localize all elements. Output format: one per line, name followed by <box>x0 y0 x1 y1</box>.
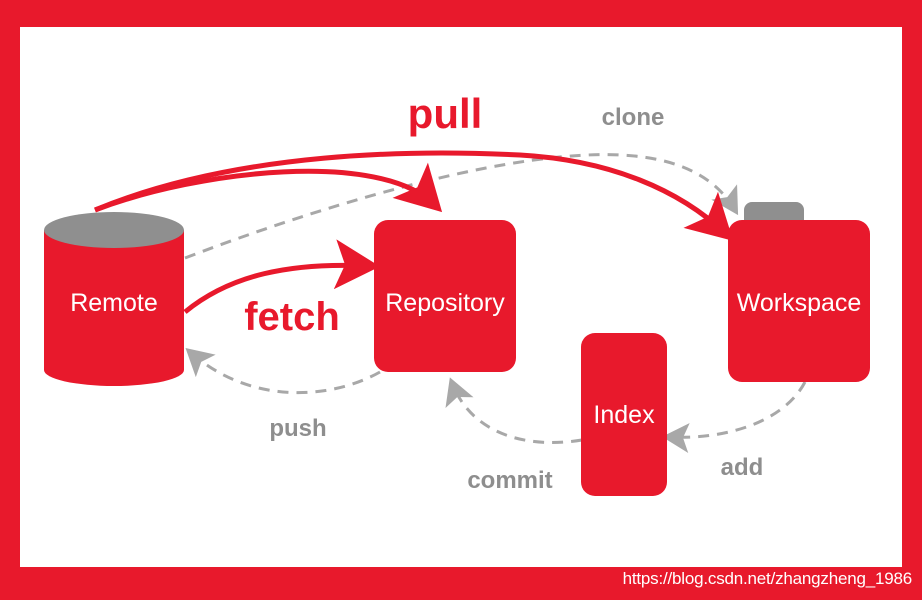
workspace-node[interactable]: Workspace <box>728 202 870 382</box>
remote-node[interactable]: Remote <box>44 212 184 386</box>
repository-label: Repository <box>385 289 505 317</box>
watermark-url: https://blog.csdn.net/zhangzheng_1986 <box>622 569 913 588</box>
push-arrow <box>185 348 381 395</box>
commit-label: commit <box>467 467 552 494</box>
pull-label: pull <box>408 90 483 137</box>
repository-node[interactable]: Repository <box>374 220 516 372</box>
push-label: push <box>269 415 326 442</box>
fetch-label: fetch <box>244 295 340 339</box>
index-label: Index <box>593 401 655 429</box>
fetch-arrow <box>183 239 380 314</box>
add-arrow <box>662 381 807 453</box>
pull-arrow-to-workspace <box>94 150 734 241</box>
workspace-label: Workspace <box>737 289 862 317</box>
remote-label: Remote <box>70 289 158 317</box>
add-label: add <box>721 454 764 481</box>
clone-label: clone <box>602 104 665 131</box>
index-node[interactable]: Index <box>581 333 667 496</box>
commit-arrow <box>445 377 583 444</box>
